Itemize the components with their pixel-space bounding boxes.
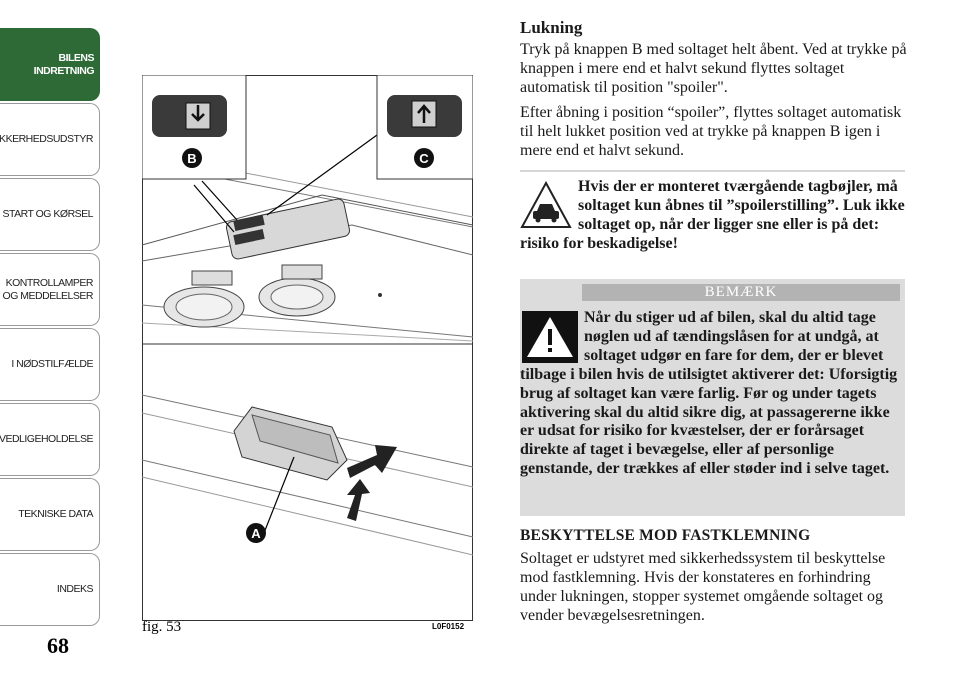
figure-caption: fig. 53 xyxy=(142,619,182,635)
note-body: Når du stiger ud af bilen, skal du altid… xyxy=(520,309,902,479)
divider xyxy=(520,170,905,172)
tab-i-nodstilfaelde[interactable]: I NØDSTILFÆLDE xyxy=(0,328,100,401)
roof-console-drawing xyxy=(142,134,473,342)
callout-a-label: A xyxy=(251,526,261,541)
tab-vedligeholdelse[interactable]: VEDLIGEHOLDELSE xyxy=(0,403,100,476)
section-heading: Lukning xyxy=(520,18,583,37)
car-warning-icon xyxy=(520,181,572,228)
tab-indeks[interactable]: INDEKS xyxy=(0,553,100,626)
note-box: BEMÆRK Når du stiger ud af bilen, skal d… xyxy=(520,279,905,516)
exclamation-warning-icon xyxy=(522,311,578,363)
tab-bilens-indretning[interactable]: BILENS INDRETNING xyxy=(0,28,100,101)
tab-tekniske-data[interactable]: TEKNISKE DATA xyxy=(0,478,100,551)
tab-start-og-korsel[interactable]: START OG KØRSEL xyxy=(0,178,100,251)
paragraph-1: Tryk på knappen B med soltaget helt åben… xyxy=(520,41,907,96)
callout-b-label: B xyxy=(187,151,196,166)
figure-code: L0F0152 xyxy=(432,622,465,631)
sunroof-illustration: B C A xyxy=(142,75,473,621)
paragraph-3: Soltaget er udstyret med sikkerhedssyste… xyxy=(520,550,886,624)
paragraph-2: Efter åbning i position “spoiler”, flytt… xyxy=(520,104,902,159)
tab-sikkerhedsudstyr[interactable]: SIKKERHEDSUDSTYR xyxy=(0,103,100,176)
main-text: Lukning Tryk på knappen B med soltaget h… xyxy=(520,18,908,166)
callout-c-label: C xyxy=(419,151,429,166)
warning-text: Hvis der er monteret tværgående tagbøjle… xyxy=(520,178,905,252)
note-text: Når du stiger ud af bilen, skal du altid… xyxy=(520,309,898,478)
callout-c xyxy=(414,148,434,168)
subheading-fastklemning: BESKYTTELSE MOD FASTKLEMNING xyxy=(520,527,811,544)
tab-kontrollamper[interactable]: KONTROLLAMPER OG MEDDELELSER xyxy=(0,253,100,326)
callout-a xyxy=(246,523,266,543)
sunroof-handle-drawing xyxy=(142,394,473,556)
warning-block: Hvis der er monteret tværgående tagbøjle… xyxy=(520,177,905,253)
callout-b xyxy=(182,148,202,168)
note-title: BEMÆRK xyxy=(582,284,900,301)
page-number: 68 xyxy=(47,633,69,658)
